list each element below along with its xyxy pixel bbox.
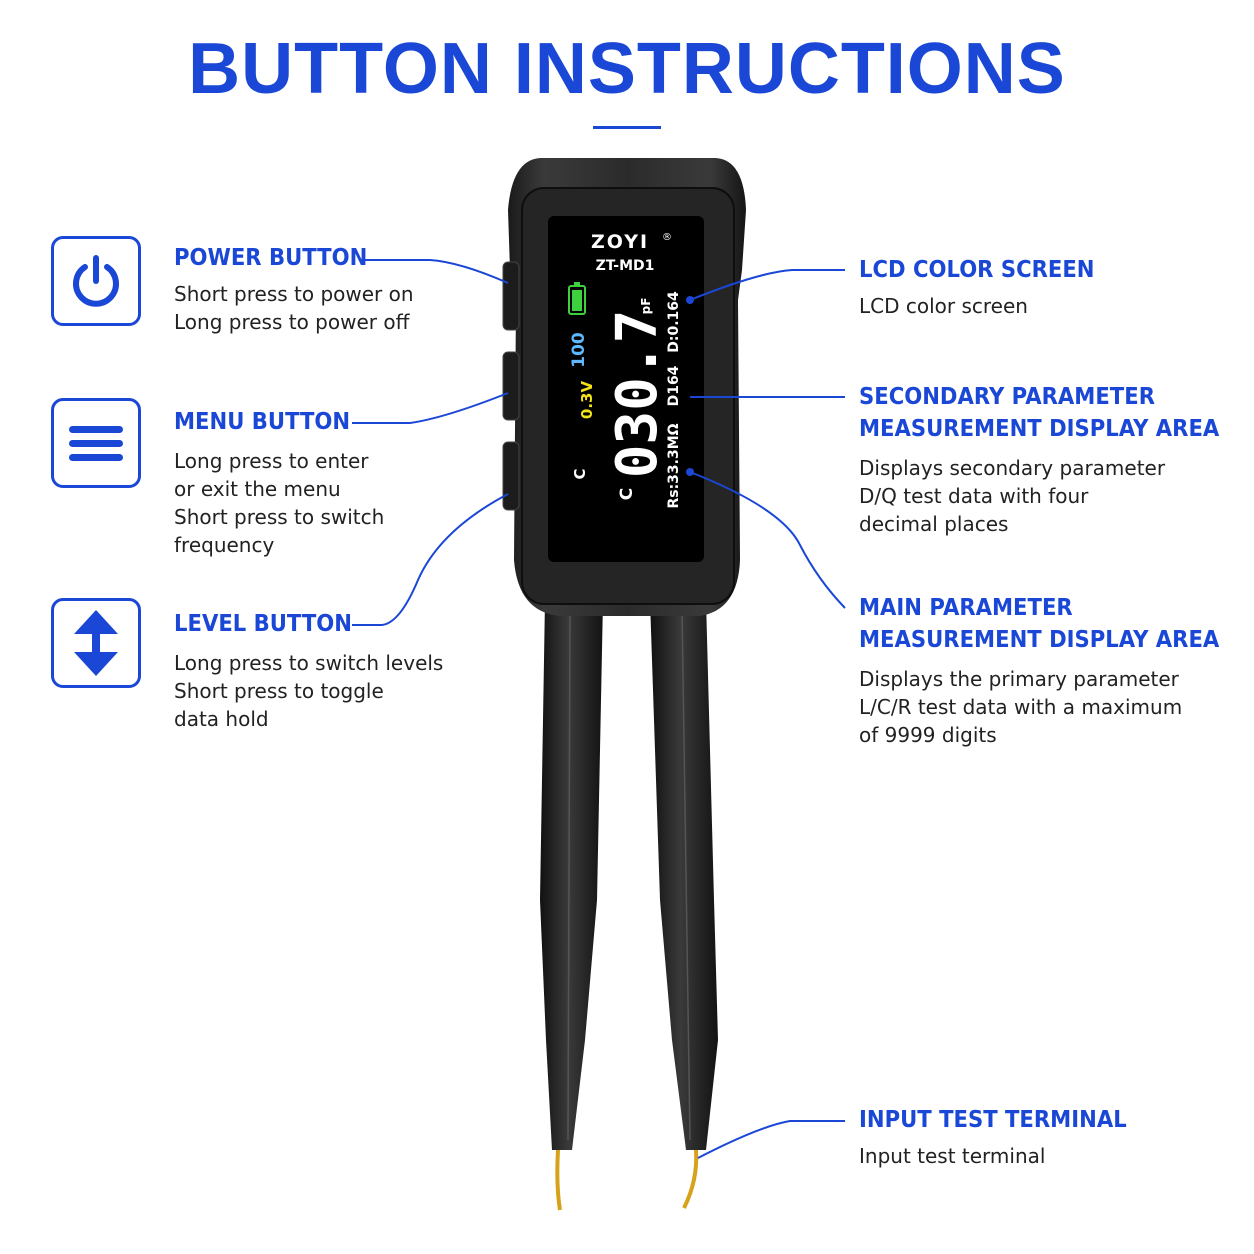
- menu-button-desc-line: or exit the menu: [174, 477, 341, 501]
- lcd-display: 0.3V 100 C C 030.7 pF D:0.164 D164 Rs:33…: [558, 280, 690, 552]
- menu-icon: [69, 426, 123, 461]
- level-side-button: [502, 441, 520, 511]
- menu-side-button: [502, 351, 520, 421]
- callout-power: [365, 259, 509, 284]
- level-button-heading: LEVEL BUTTON: [174, 611, 352, 637]
- right-gold-tip: [682, 1149, 699, 1209]
- secondary-parameter-desc-line: Displays secondary parameter: [859, 456, 1166, 480]
- power-side-button: [502, 261, 520, 331]
- menu-button-desc-line: Short press to switch: [174, 505, 385, 529]
- secondary-parameter-desc-line: decimal places: [859, 512, 1009, 536]
- main-parameter-heading: MAIN PARAMETER: [859, 595, 1073, 621]
- menu-button-heading: MENU BUTTON: [174, 409, 351, 435]
- power-button-desc-line: Short press to power on: [174, 282, 414, 306]
- level-button-desc-line: Long press to switch levels: [174, 651, 444, 675]
- level-button-label: LEVEL BUTTON Long press to switch levels…: [174, 608, 443, 733]
- callout-lcd: [689, 269, 845, 301]
- callout-dots: [686, 296, 694, 476]
- up-down-arrow-icon: [74, 610, 118, 676]
- power-button-label: POWER BUTTON Short press to power on Lon…: [174, 242, 414, 336]
- main-parameter-desc-line: of 9999 digits: [859, 723, 997, 747]
- title-underline: [593, 126, 661, 129]
- secondary-parameter-heading: SECONDARY PARAMETER: [859, 384, 1155, 410]
- rs-readout: Rs:33.3MΩ: [666, 423, 682, 508]
- callout-main: [689, 471, 846, 609]
- level-button-desc-line: Short press to toggle: [174, 679, 384, 703]
- main-parameter-heading: MEASUREMENT DISPLAY AREA: [859, 627, 1220, 653]
- secondary-parameter-desc-line: D/Q test data with four: [859, 484, 1089, 508]
- power-button-desc-line: Long press to power off: [174, 310, 410, 334]
- power-icon: [73, 255, 119, 307]
- lcd-screen-desc-line: LCD color screen: [859, 294, 1028, 318]
- menu-button-desc-line: frequency: [174, 533, 275, 557]
- callout-lines: [352, 259, 846, 1159]
- d-secondary-readout: D164: [666, 365, 682, 406]
- left-gold-tip: [555, 1149, 562, 1211]
- menu-button-icon-box: [51, 398, 141, 488]
- input-terminal-label: INPUT TEST TERMINAL Input test terminal: [859, 1104, 1150, 1170]
- power-button-heading: POWER BUTTON: [174, 245, 368, 271]
- model-name: ZT-MD1: [596, 258, 655, 274]
- callout-menu: [352, 392, 509, 424]
- mode-indicator-small: C: [571, 468, 589, 479]
- level-button-icon-box: [51, 598, 141, 688]
- main-parameter-desc-line: L/C/R test data with a maximum: [859, 695, 1183, 719]
- lcd-screen-label: LCD COLOR SCREEN LCD color screen: [859, 254, 1115, 320]
- level-button-desc-line: data hold: [174, 707, 269, 731]
- secondary-parameter-heading: MEASUREMENT DISPLAY AREA: [859, 416, 1220, 442]
- lcd-screen-heading: LCD COLOR SCREEN: [859, 257, 1095, 283]
- callout-terminal: [697, 1120, 845, 1159]
- page-title: BUTTON INSTRUCTIONS: [188, 29, 1066, 109]
- power-button-icon-box: [51, 236, 141, 326]
- dq-readout: D:0.164: [666, 291, 682, 353]
- battery-icon: [568, 282, 586, 315]
- secondary-parameter-label: SECONDARY PARAMETER MEASUREMENT DISPLAY …: [859, 381, 1251, 538]
- main-value-readout: 030.7: [605, 310, 670, 479]
- mode-indicator-large: C: [617, 488, 637, 500]
- menu-button-desc-line: Long press to enter: [174, 449, 369, 473]
- main-parameter-label: MAIN PARAMETER MEASUREMENT DISPLAY AREA …: [859, 592, 1251, 749]
- callout-level: [352, 493, 509, 626]
- frequency-readout: 100: [569, 332, 589, 368]
- unit-label: pF: [639, 298, 653, 315]
- registered-mark: ®: [662, 232, 672, 243]
- input-terminal-desc-line: Input test terminal: [859, 1144, 1046, 1168]
- menu-button-label: MENU BUTTON Long press to enter or exit …: [174, 406, 384, 559]
- voltage-readout: 0.3V: [578, 381, 596, 420]
- main-parameter-desc-line: Displays the primary parameter: [859, 667, 1179, 691]
- brand-logo: ZOYI: [591, 231, 649, 253]
- tweezer-legs: [540, 600, 718, 1150]
- input-terminal-heading: INPUT TEST TERMINAL: [859, 1107, 1127, 1133]
